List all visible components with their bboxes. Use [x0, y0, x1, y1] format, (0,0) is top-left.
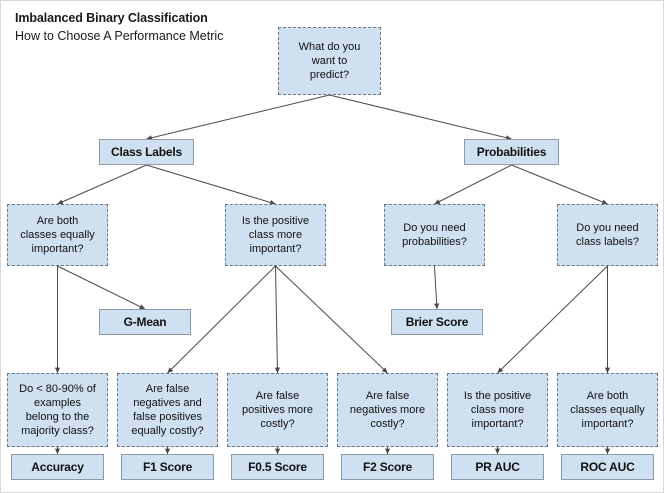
node-roc-auc[interactable]: ROC AUC — [561, 454, 654, 480]
node-q-positive-2[interactable]: Is the positive class more important? — [447, 373, 548, 447]
title-block: Imbalanced Binary Classification How to … — [15, 11, 265, 44]
node-accuracy[interactable]: Accuracy — [11, 454, 104, 480]
edge-root-to-class-labels — [146, 94, 330, 141]
page-title: Imbalanced Binary Classification — [15, 11, 208, 25]
edge-both-equal-1-to-g-mean — [57, 265, 146, 310]
node-f05[interactable]: F0.5 Score — [231, 454, 324, 480]
node-q-majority[interactable]: Do < 80-90% of examples belong to the ma… — [7, 373, 108, 447]
node-g-mean[interactable]: G-Mean — [99, 309, 191, 335]
node-q-fn-fp[interactable]: Are false negatives and false positives … — [117, 373, 218, 447]
edge-positive-1-to-q-fp — [274, 265, 280, 374]
node-q-fp[interactable]: Are false positives more costly? — [227, 373, 328, 447]
node-label-class-labels: Class Labels — [111, 145, 182, 159]
node-f2[interactable]: F2 Score — [341, 454, 434, 480]
node-label-q-both-2: Are both classes equally important? — [570, 389, 645, 431]
node-need-labels[interactable]: Do you need class labels? — [557, 204, 658, 266]
edge-class-labels-to-positive-1 — [146, 164, 276, 205]
node-positive-1[interactable]: Is the positive class more important? — [225, 204, 326, 266]
edge-need-prob-to-brier — [434, 265, 440, 310]
page-subtitle: How to Choose A Performance Metric — [15, 28, 224, 43]
node-need-prob[interactable]: Do you need probabilities? — [384, 204, 485, 266]
node-label-positive-1: Is the positive class more important? — [241, 214, 310, 256]
node-brier[interactable]: Brier Score — [391, 309, 483, 335]
node-q-both-2[interactable]: Are both classes equally important? — [557, 373, 658, 447]
node-f1[interactable]: F1 Score — [121, 454, 214, 480]
edge-class-labels-to-both-equal-1 — [57, 164, 147, 205]
node-class-labels[interactable]: Class Labels — [99, 139, 194, 165]
node-label-q-fn: Are false negatives more costly? — [349, 389, 426, 431]
node-label-accuracy: Accuracy — [31, 460, 84, 474]
node-root[interactable]: What do you want to predict? — [278, 27, 381, 95]
node-label-q-fn-fp: Are false negatives and false positives … — [131, 382, 204, 438]
edge-probabilities-to-need-prob — [434, 164, 512, 205]
edge-need-labels-to-q-positive-2 — [497, 265, 608, 374]
node-label-brier: Brier Score — [405, 315, 469, 329]
node-label-g-mean: G-Mean — [123, 315, 167, 329]
node-pr-auc[interactable]: PR AUC — [451, 454, 544, 480]
node-probabilities[interactable]: Probabilities — [464, 139, 559, 165]
edge-root-to-probabilities — [329, 94, 512, 141]
node-label-probabilities: Probabilities — [476, 145, 547, 159]
node-label-f05: F0.5 Score — [248, 460, 307, 474]
edge-positive-1-to-q-fn — [275, 265, 388, 374]
node-label-q-positive-2: Is the positive class more important? — [463, 389, 532, 431]
node-label-f2: F2 Score — [362, 460, 413, 474]
node-label-root: What do you want to predict? — [298, 40, 361, 82]
node-label-q-majority: Do < 80-90% of examples belong to the ma… — [19, 382, 96, 438]
edge-probabilities-to-need-labels — [511, 164, 608, 205]
node-label-need-prob: Do you need probabilities? — [402, 221, 467, 248]
node-label-both-equal-1: Are both classes equally important? — [20, 214, 95, 256]
node-both-equal-1[interactable]: Are both classes equally important? — [7, 204, 108, 266]
node-label-roc-auc: ROC AUC — [580, 460, 635, 474]
node-label-f1: F1 Score — [142, 460, 193, 474]
node-label-need-labels: Do you need class labels? — [576, 221, 639, 248]
node-q-fn[interactable]: Are false negatives more costly? — [337, 373, 438, 447]
node-label-q-fp: Are false positives more costly? — [242, 389, 313, 431]
node-label-pr-auc: PR AUC — [475, 460, 520, 474]
